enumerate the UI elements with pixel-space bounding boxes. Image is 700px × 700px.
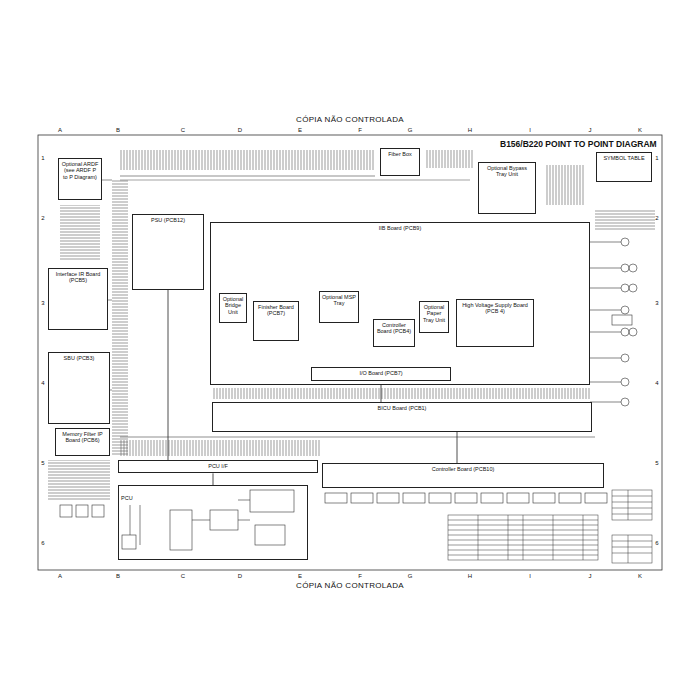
- scanner-board: SBU (PCB3): [48, 352, 110, 424]
- node-label: High Voltage Supply Board (PCB 4): [457, 300, 533, 317]
- controller-board: Controller Board (PCB4): [373, 319, 415, 347]
- grid-reference: F: [358, 127, 362, 133]
- fiber-box: Fiber Box: [380, 148, 420, 176]
- grid-reference: H: [468, 573, 472, 579]
- grid-reference: A: [58, 127, 62, 133]
- grid-reference: 3: [41, 300, 44, 306]
- node-label: Optional Bypass Tray Unit: [479, 163, 535, 180]
- grid-reference: F: [358, 573, 362, 579]
- controller-board: Controller Board (PCB10): [322, 463, 604, 488]
- grid-reference: C: [181, 127, 185, 133]
- grid-reference: G: [408, 127, 413, 133]
- grid-reference: 6: [41, 540, 44, 546]
- node-label: BICU Board (PCB1): [213, 403, 591, 413]
- grid-reference: 1: [655, 155, 658, 161]
- grid-reference: K: [638, 573, 642, 579]
- node-label: PCU: [119, 493, 135, 503]
- grid-reference: J: [589, 127, 592, 133]
- grid-reference: 3: [655, 300, 658, 306]
- grid-reference: A: [58, 573, 62, 579]
- grid-reference: D: [238, 573, 242, 579]
- interface-board: Interface IR Board (PCB5): [48, 268, 108, 330]
- grid-reference: J: [589, 573, 592, 579]
- node-label: SYMBOL TABLE: [597, 153, 651, 163]
- watermark: CÓPIA NÃO CONTROLADA: [296, 582, 404, 590]
- grid-reference: B: [116, 127, 120, 133]
- grid-reference: E: [298, 573, 302, 579]
- finisher-board: Finisher Board (PCB7): [253, 301, 299, 341]
- io-board: I/O Board (PCB7): [311, 367, 451, 381]
- diagram-title: B156/B220 POINT TO POINT DIAGRAM: [500, 139, 657, 149]
- symbol-table: SYMBOL TABLE: [596, 152, 652, 182]
- node-label: PCU I/F: [119, 461, 317, 471]
- grid-reference: 6: [655, 540, 658, 546]
- grid-reference: 1: [41, 155, 44, 161]
- ardf-box: Optional ARDF (see ARDF P to P Diagram): [58, 158, 102, 200]
- node-label: Interface IR Board (PCB5): [49, 269, 107, 286]
- memory-board: Memory Filter IP Board (PCB6): [55, 428, 110, 456]
- node-label: Optional ARDF (see ARDF P to P Diagram): [59, 159, 101, 182]
- pcu-interface: PCU I/F: [118, 460, 318, 473]
- grid-reference: C: [181, 573, 185, 579]
- option-box: Optional Paper Tray Unit: [419, 301, 449, 333]
- board-region: IIB Board (PCB9) Optional Bridge Unit Fini…: [210, 222, 590, 385]
- node-label: Optional Paper Tray Unit: [420, 302, 448, 325]
- node-label: Fiber Box: [381, 149, 419, 159]
- node-label: SBU (PCB3): [49, 353, 109, 363]
- wire-connector: [457, 432, 458, 463]
- grid-reference: H: [468, 127, 472, 133]
- grid-reference: E: [298, 127, 302, 133]
- option-box: Optional Bypass Tray Unit: [478, 162, 536, 214]
- grid-reference: D: [238, 127, 242, 133]
- node-label: Optional Bridge Unit: [220, 294, 246, 317]
- grid-reference: B: [116, 573, 120, 579]
- node-label: Controller Board (PCB4): [374, 320, 414, 337]
- node-label: Controller Board (PCB10): [323, 464, 603, 474]
- node-label: Memory Filter IP Board (PCB6): [56, 429, 109, 446]
- grid-reference: K: [638, 127, 642, 133]
- grid-reference: I: [529, 573, 531, 579]
- node-label: IIB Board (PCB9): [211, 223, 589, 233]
- node-label: PSU (PCB12): [133, 215, 203, 225]
- watermark: CÓPIA NÃO CONTROLADA: [296, 116, 404, 124]
- bicu-board: BICU Board (PCB1): [212, 402, 592, 432]
- node-label: I/O Board (PCB7): [312, 368, 450, 378]
- node-label: Optional MSP Tray: [320, 292, 358, 309]
- grid-reference: I: [529, 127, 531, 133]
- option-box: Optional MSP Tray: [319, 291, 359, 323]
- pcu-box: PCU: [118, 485, 308, 560]
- wire-connector: [213, 473, 214, 485]
- hv-supply-board: High Voltage Supply Board (PCB 4): [456, 299, 534, 347]
- grid-reference: 2: [41, 215, 44, 221]
- power-supply-box: PSU (PCB12): [132, 214, 204, 290]
- grid-reference: 5: [655, 460, 658, 466]
- grid-reference: 5: [41, 460, 44, 466]
- grid-reference: 4: [41, 380, 44, 386]
- grid-reference: 4: [655, 380, 658, 386]
- node-label: Finisher Board (PCB7): [254, 302, 298, 319]
- wire-connector: [168, 290, 169, 460]
- grid-reference: G: [408, 573, 413, 579]
- option-box: Optional Bridge Unit: [219, 293, 247, 323]
- grid-reference: 2: [655, 215, 658, 221]
